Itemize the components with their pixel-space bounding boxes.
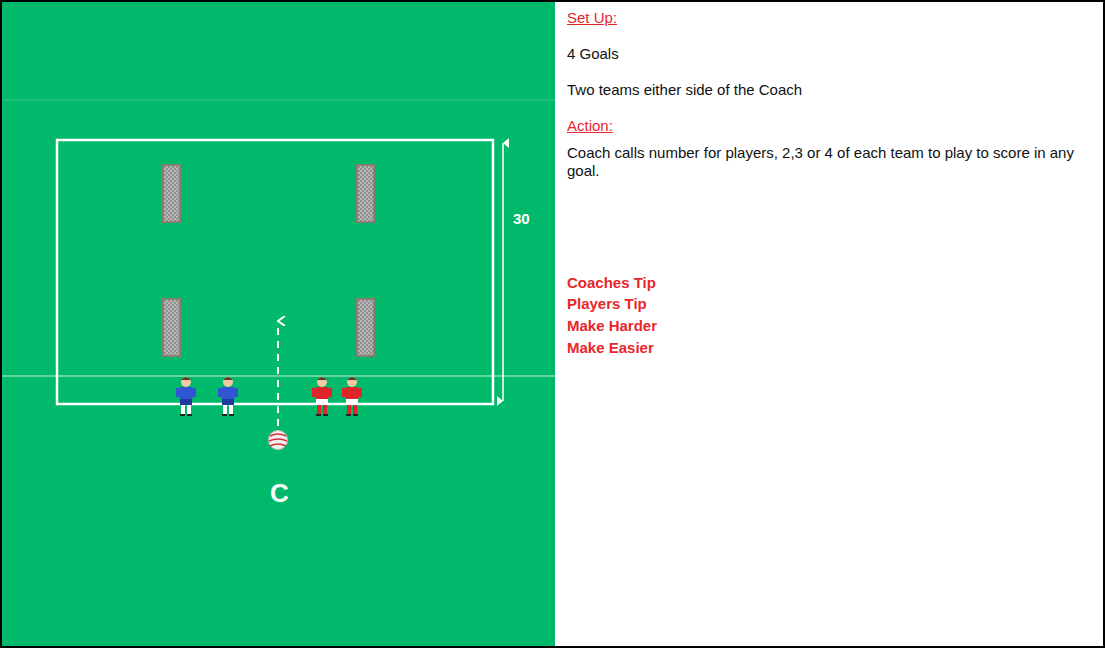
action-note: Coach calls number for players, 2,3 or 4…	[567, 144, 1095, 180]
tip-heading: Coaches Tip	[567, 274, 656, 292]
section-heading: Set Up:	[567, 9, 617, 27]
coach-marker: C	[270, 478, 289, 509]
grass	[0, 0, 555, 648]
tip-heading: Players Tip	[567, 295, 647, 313]
setup-note: 4 Goals	[567, 45, 619, 63]
red-player	[312, 377, 332, 416]
goal	[357, 299, 374, 356]
goal	[163, 165, 180, 222]
playing-area	[57, 140, 493, 404]
pitch-line	[0, 100, 555, 101]
section-heading: Action:	[567, 117, 613, 135]
dimension-arrow	[502, 143, 504, 401]
pitch-line	[0, 376, 555, 377]
dimension-label: 30	[513, 210, 530, 228]
blue-player	[218, 377, 238, 416]
setup-note: Two teams either side of the Coach	[567, 81, 802, 99]
pass-arrow	[277, 321, 279, 426]
tip-heading: Make Harder	[567, 317, 657, 335]
blue-player	[176, 377, 196, 416]
goal	[163, 299, 180, 356]
ball	[269, 431, 288, 450]
tip-heading: Make Easier	[567, 339, 654, 357]
red-player	[342, 377, 362, 416]
goal	[357, 165, 374, 222]
